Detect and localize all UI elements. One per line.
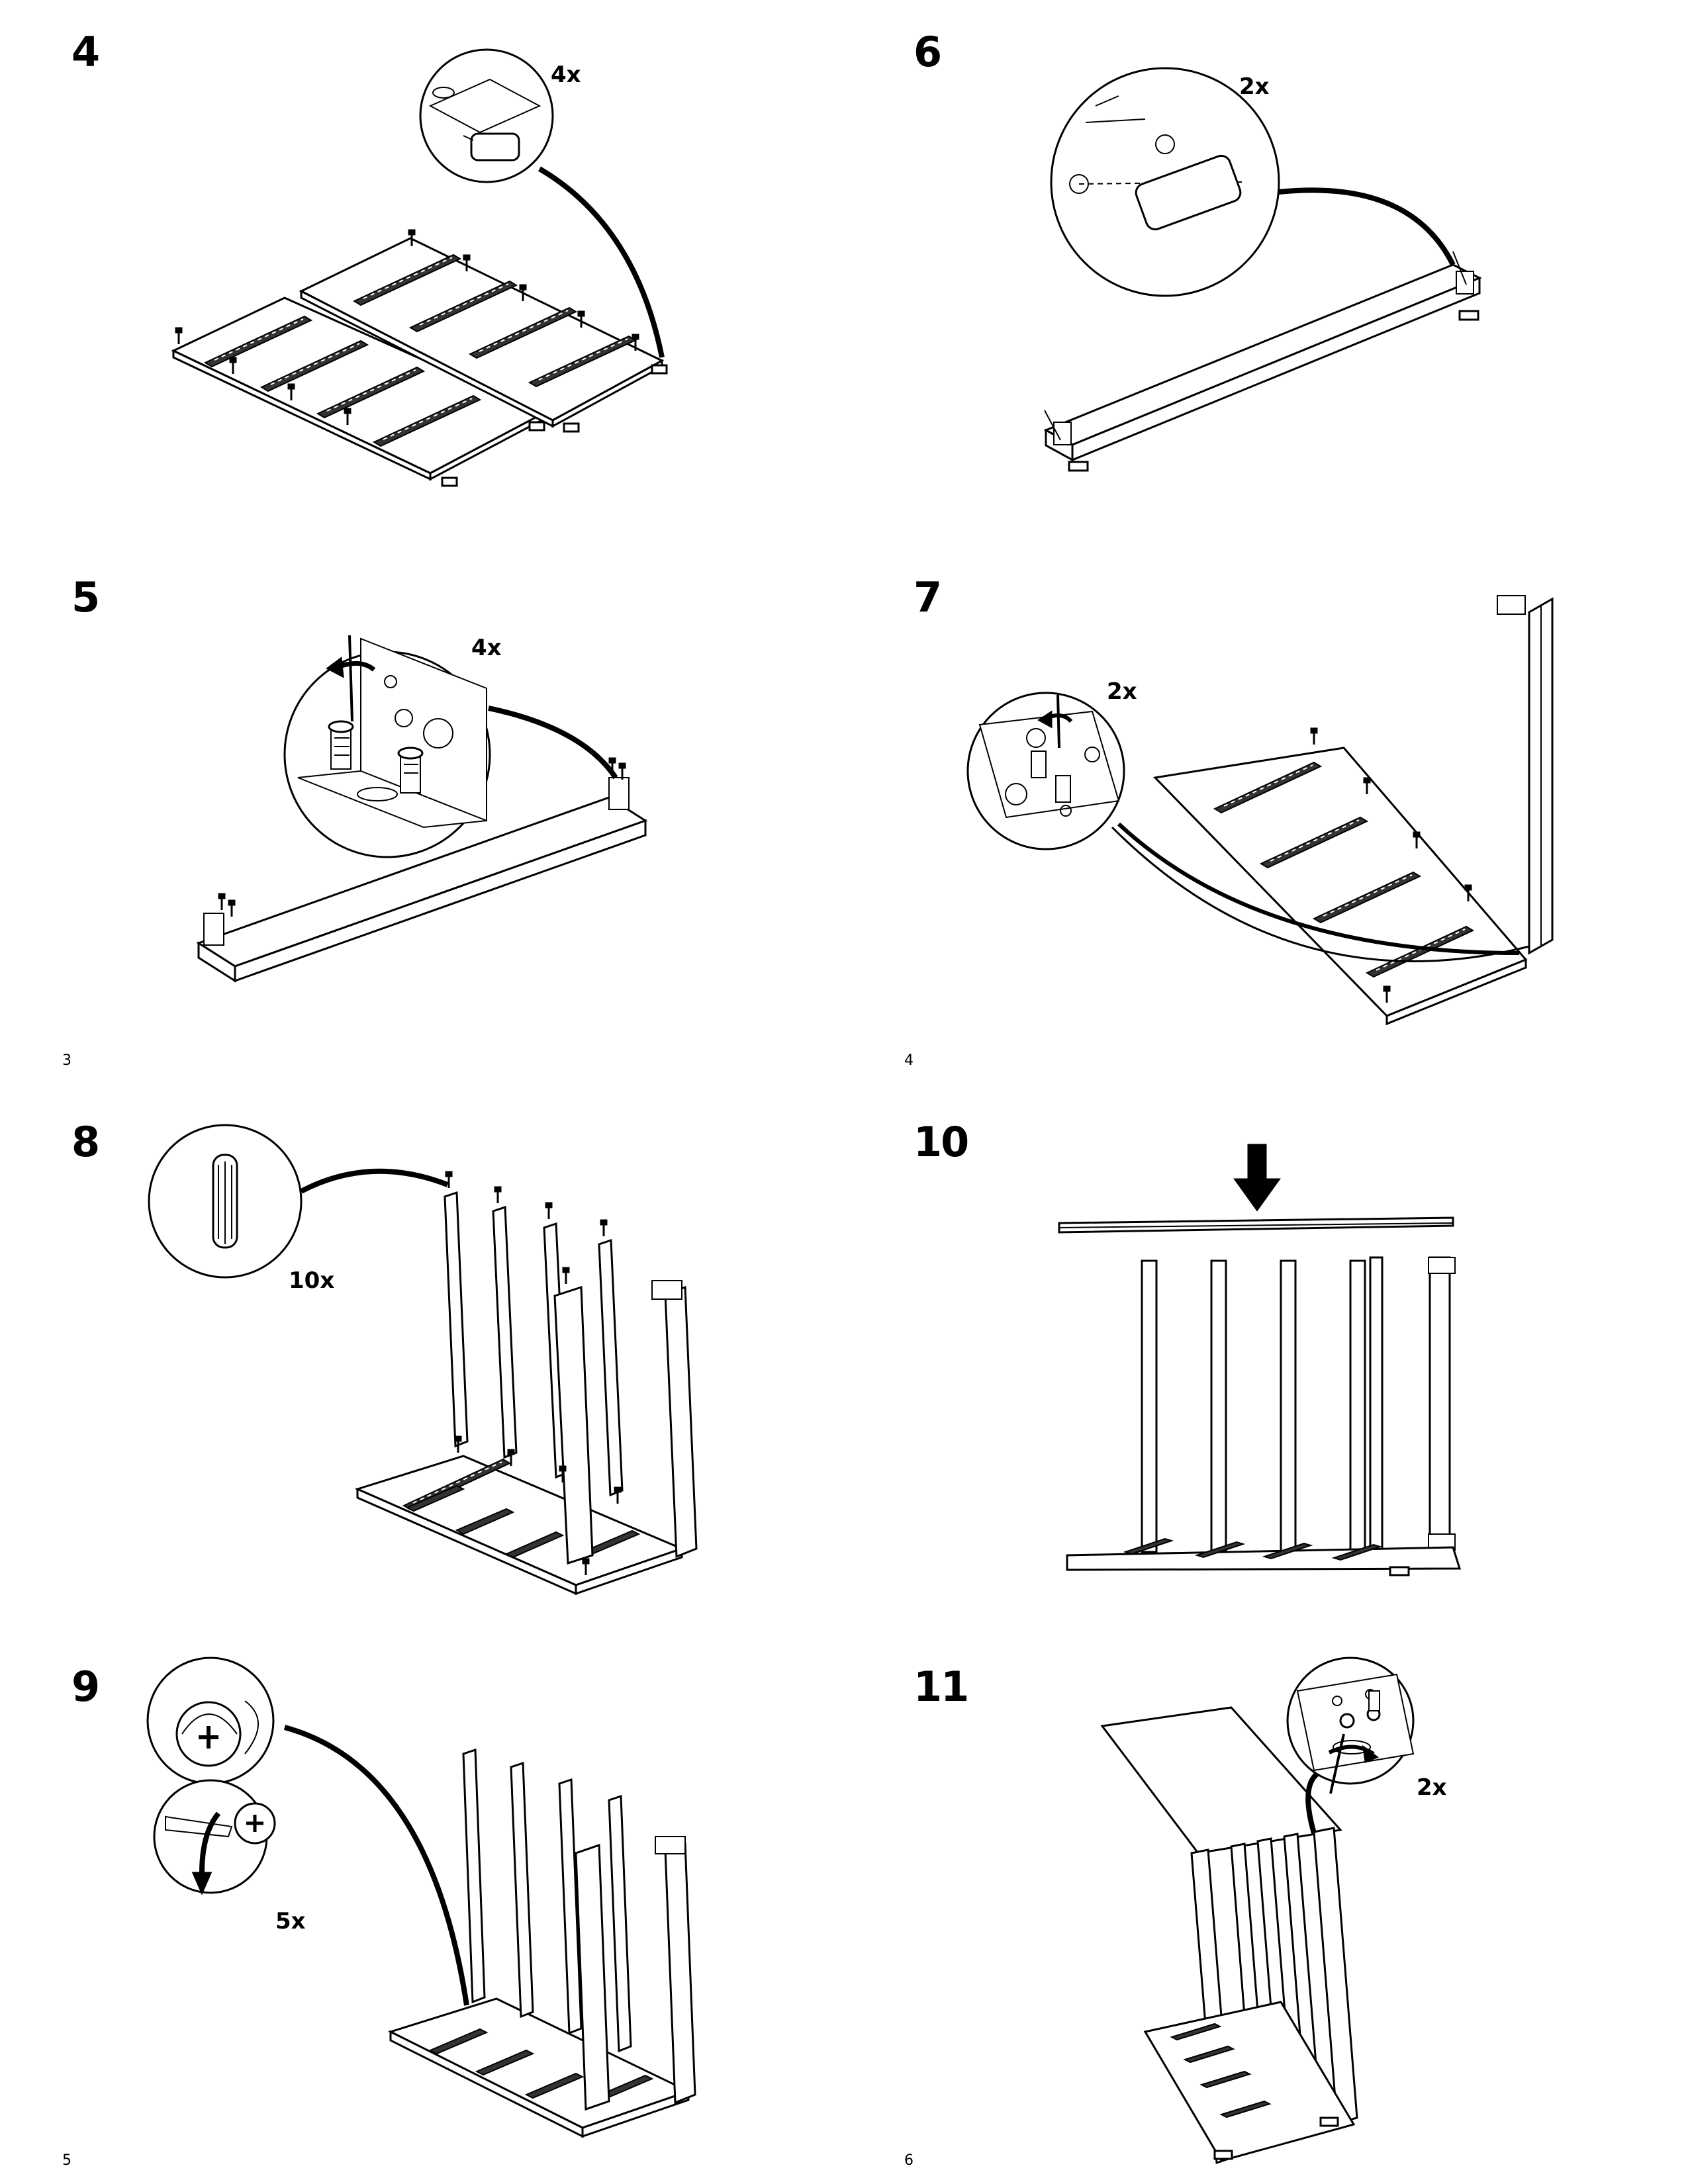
- quantity-label-step-6: 2x: [1239, 73, 1270, 100]
- step-9-illustration: [146, 1657, 696, 2138]
- step-number-4: 4: [71, 28, 100, 76]
- step-number-9: 9: [71, 1662, 100, 1711]
- step-number-7: 7: [914, 573, 942, 621]
- step-6-illustration: [1043, 67, 1482, 472]
- step-11-base-panel: [1143, 2001, 1356, 2162]
- step-5-illustration: [196, 635, 648, 983]
- step-11-illustration: [1100, 1657, 1415, 2165]
- step-8-illustration: [148, 1124, 698, 1596]
- quantity-label-step-11: 2x: [1417, 1774, 1447, 1801]
- page-number-5: 5: [62, 2152, 71, 2169]
- step-number-6: 6: [914, 28, 942, 76]
- down-arrow-icon: [1233, 1144, 1281, 1212]
- step-11-side-panel: [1313, 1827, 1358, 2124]
- page-number-4: 4: [904, 1052, 914, 1069]
- step-7-panel: [1152, 747, 1528, 1017]
- step-number-11: 11: [914, 1662, 969, 1711]
- step-4-leader-arrow: [538, 166, 665, 358]
- step-8-leader-arrow: [300, 1168, 449, 1194]
- page-number-3: 3: [62, 1052, 71, 1069]
- quantity-label-step-5: 4x: [471, 635, 502, 661]
- step-7-leader-arrow: [1117, 822, 1520, 955]
- step-11-top-panel: [1100, 1706, 1342, 1854]
- step-5-leader-arrow: [488, 705, 618, 780]
- quantity-label-step-7: 2x: [1107, 678, 1137, 705]
- quantity-label-step-8: 10x: [289, 1267, 335, 1294]
- quantity-label-step-4: 4x: [551, 62, 581, 88]
- step-number-8: 8: [71, 1118, 100, 1166]
- step-4-detail-magnifier: [419, 48, 554, 183]
- step-number-5: 5: [71, 573, 100, 621]
- step-6-bar: [1043, 263, 1482, 446]
- step-4-illustration: [171, 48, 668, 487]
- step-8-side-panel: [664, 1285, 698, 1559]
- step-10-illustration: [1058, 1144, 1462, 1576]
- step-6-leader-arrow: [1278, 187, 1456, 266]
- step-9-leader-arrow: [283, 1725, 469, 2006]
- step-9-rotate-arrow: [199, 1811, 221, 1874]
- page-number-6: 6: [904, 2152, 914, 2169]
- step-number-10: 10: [914, 1118, 969, 1166]
- step-11-leader-arrow: [1305, 1771, 1319, 1835]
- step-7-illustration: [966, 595, 1554, 1026]
- quantity-label-step-9: 5x: [275, 1908, 306, 1934]
